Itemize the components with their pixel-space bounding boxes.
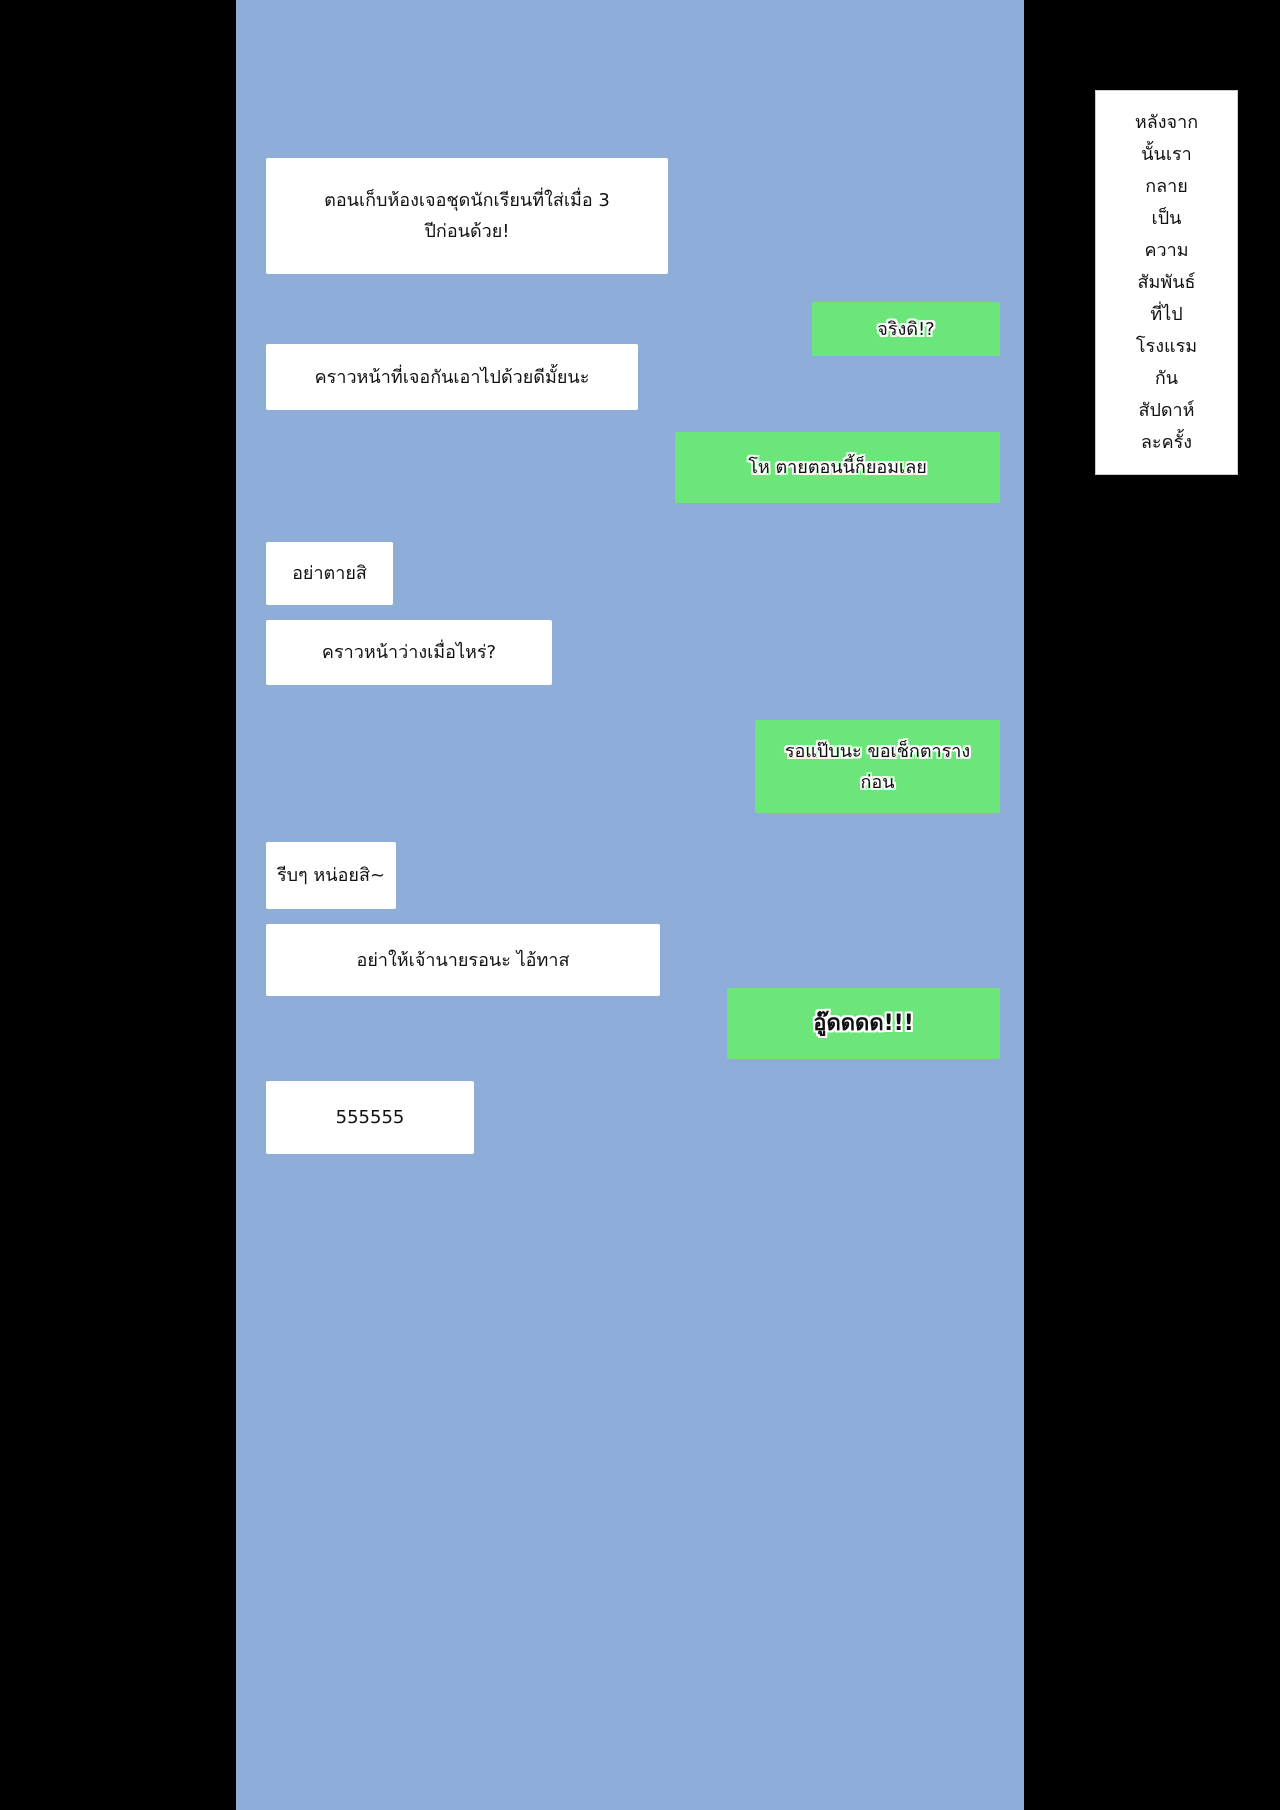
message-line: ก่อน [860,771,895,793]
caption-line: หลังจาก [1134,111,1199,133]
caption-line: กลาย [1145,175,1188,197]
message-line: 555555 [335,1107,405,1128]
chat-bubble-sent: รอแป๊บนะ ขอเช็กตาราง ก่อน [755,720,1000,813]
message-line: อู๊ดดดด!!! [813,1011,914,1036]
chat-bubble-sent: อู๊ดดดด!!! [727,988,1000,1059]
chat-bubble-received: คราวหน้าที่เจอกันเอาไปด้วยดีมั้ยนะ [266,344,638,410]
chat-bubble-received: 555555 [266,1081,474,1154]
message-line: ปีก่อนด้วย! [424,221,510,242]
chat-bubble-sent: โห ตายตอนนี้ก็ยอมเลย [675,432,1000,503]
message-line: จริงดิ!? [877,318,935,340]
chat-bubble-received: อย่าให้เจ้านายรอนะ ไอ้ทาส [266,924,660,996]
caption-line: สัมพันธ์ [1137,271,1196,293]
caption-line: เป็น [1151,207,1182,229]
message-line: อย่าให้เจ้านายรอนะ ไอ้ทาส [356,949,570,971]
chat-bubble-received: ตอนเก็บห้องเจอชุดนักเรียนที่ใส่เมื่อ 3 ป… [266,158,668,274]
message-line: ตอนเก็บห้องเจอชุดนักเรียนที่ใส่เมื่อ 3 [324,190,610,211]
caption-line: ที่ไป [1150,303,1183,325]
caption-line: ละครั้ง [1140,431,1193,453]
message-line: อย่าตายสิ [292,563,367,584]
caption-line: ความ [1144,239,1189,261]
caption-line: สัปดาห์ [1138,399,1195,421]
message-line: โห ตายตอนนี้ก็ยอมเลย [748,457,927,478]
caption-line: กัน [1154,367,1179,389]
chat-bubble-received: รีบๆ หน่อยสิ~ [266,842,396,909]
message-line: รีบๆ หน่อยสิ~ [276,865,386,886]
caption-line: โรงแรม [1135,335,1198,357]
chat-bubble-received: อย่าตายสิ [266,542,393,605]
chat-bubble-received: คราวหน้าว่างเมื่อไหร่? [266,620,552,685]
chat-bubble-sent: จริงดิ!? [812,302,1000,356]
chat-panel: ตอนเก็บห้องเจอชุดนักเรียนที่ใส่เมื่อ 3 ป… [236,0,1024,1810]
caption-line: นั้นเรา [1141,143,1192,165]
message-line: รอแป๊บนะ ขอเช็กตาราง [784,740,971,762]
message-line: คราวหน้าที่เจอกันเอาไปด้วยดีมั้ยนะ [314,366,590,388]
message-line: คราวหน้าว่างเมื่อไหร่? [321,642,497,663]
narration-caption: หลังจาก นั้นเรา กลาย เป็น ความ สัมพันธ์ … [1095,90,1238,475]
